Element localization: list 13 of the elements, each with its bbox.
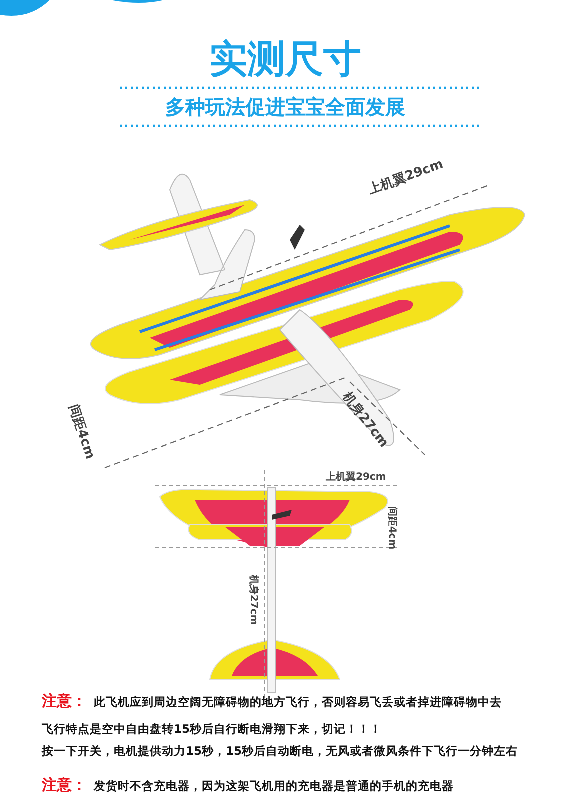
dimension-label: 上机翼29cm <box>366 156 446 199</box>
note-text: 飞行特点是空中自由盘转15秒后自行断电滑翔下来，切记！！！ <box>42 722 382 737</box>
dimension-label: 间距4cm <box>64 402 99 462</box>
note-text: 此飞机应到周边空阔无障碍物的地方飞行，否则容易飞丢或者掉进障碍物中去 <box>94 695 502 710</box>
dimension-label: 机身27cm <box>247 574 260 626</box>
subtitle: 多种玩法促进宝宝全面发展 <box>164 94 406 121</box>
note-heading: 注意： <box>42 692 87 711</box>
title: 实测尺寸 <box>208 36 362 83</box>
dimension-label: 上机翼29cm <box>326 470 386 484</box>
note-text: 按一下开关，电机提供动力15秒，15秒后自动断电，无风或者微风条件下飞行一分钟左右 <box>42 744 518 759</box>
note-heading: 注意： <box>42 776 87 795</box>
note-text: 发货时不含充电器，因为这架飞机用的充电器是普通的手机的充电器 <box>94 779 454 794</box>
dimension-label: 间距4cm <box>385 506 399 550</box>
